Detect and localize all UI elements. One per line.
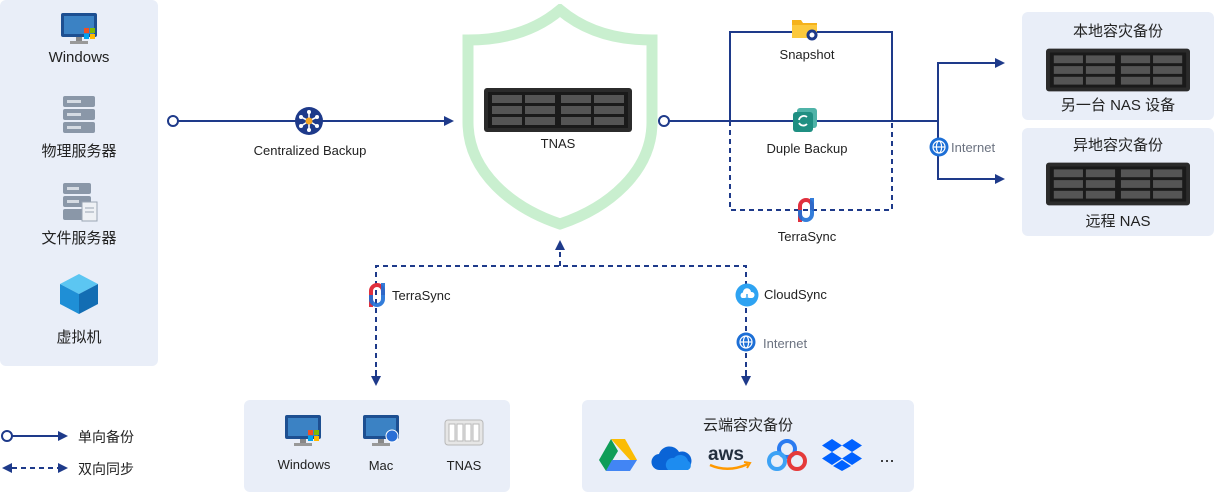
remote-nas-rack-icon — [1046, 162, 1190, 206]
terrasync-icon — [798, 198, 814, 222]
source-vm-label: 虚拟机 — [56, 329, 102, 346]
duple-backup-icon — [793, 108, 817, 132]
legend-two-way-label: 双向同步 — [78, 461, 134, 477]
source-physical-server-label: 物理服务器 — [41, 143, 117, 160]
terrasync-bottom-label: TerraSync — [392, 288, 451, 303]
tnas-rack-icon[interactable] — [484, 88, 632, 132]
baidu-netdisk-icon — [767, 439, 807, 471]
globe-icon — [736, 332, 756, 352]
cloud-backup-title: 云端容灾备份 — [702, 417, 793, 434]
cloudsync-icon — [735, 283, 759, 307]
device-windows-label: Windows — [277, 457, 331, 472]
more-providers-ellipsis: ... — [879, 446, 895, 466]
snapshot-folder-icon — [792, 20, 818, 41]
internet-right-label: Internet — [951, 140, 996, 155]
duple-backup-label: Duple Backup — [766, 141, 848, 156]
device-mac-label: Mac — [368, 458, 394, 473]
local-backup-title: 本地容灾备份 — [1072, 23, 1163, 40]
cloudsync-label: CloudSync — [764, 287, 827, 302]
remote-backup-title: 异地容灾备份 — [1072, 137, 1163, 154]
source-windows-label: Windows — [48, 49, 110, 66]
legend-one-way-label: 单向备份 — [78, 429, 134, 445]
snapshot-label: Snapshot — [779, 47, 835, 62]
dropbox-icon — [822, 439, 862, 471]
remote-backup-subtitle: 远程 NAS — [1085, 213, 1151, 230]
centralized-backup-icon — [295, 107, 323, 135]
globe-icon — [929, 137, 949, 157]
mac-monitor-icon — [363, 415, 399, 446]
source-file-server-label: 文件服务器 — [41, 230, 117, 247]
tnas-desktop-icon — [444, 419, 484, 446]
centralized-backup-label: Centralized Backup — [253, 143, 367, 158]
file-server-icon — [63, 183, 98, 222]
internet-bottom-label: Internet — [763, 336, 808, 351]
local-nas-rack-icon — [1046, 48, 1190, 92]
terrasync-right-label: TerraSync — [777, 229, 837, 244]
google-drive-icon — [599, 439, 637, 471]
svg-text:aws: aws — [708, 444, 744, 465]
vm-cube-icon — [60, 274, 98, 314]
windows-monitor-icon — [285, 415, 321, 446]
windows-monitor-icon — [61, 13, 97, 44]
physical-server-icon — [63, 96, 95, 133]
tnas-label: TNAS — [540, 136, 576, 151]
aws-logo-icon: aws — [708, 444, 752, 470]
device-tnas-label: TNAS — [446, 458, 482, 473]
local-backup-subtitle: 另一台 NAS 设备 — [1060, 97, 1176, 114]
terrasync-icon — [369, 283, 385, 307]
onedrive-icon — [651, 446, 692, 471]
